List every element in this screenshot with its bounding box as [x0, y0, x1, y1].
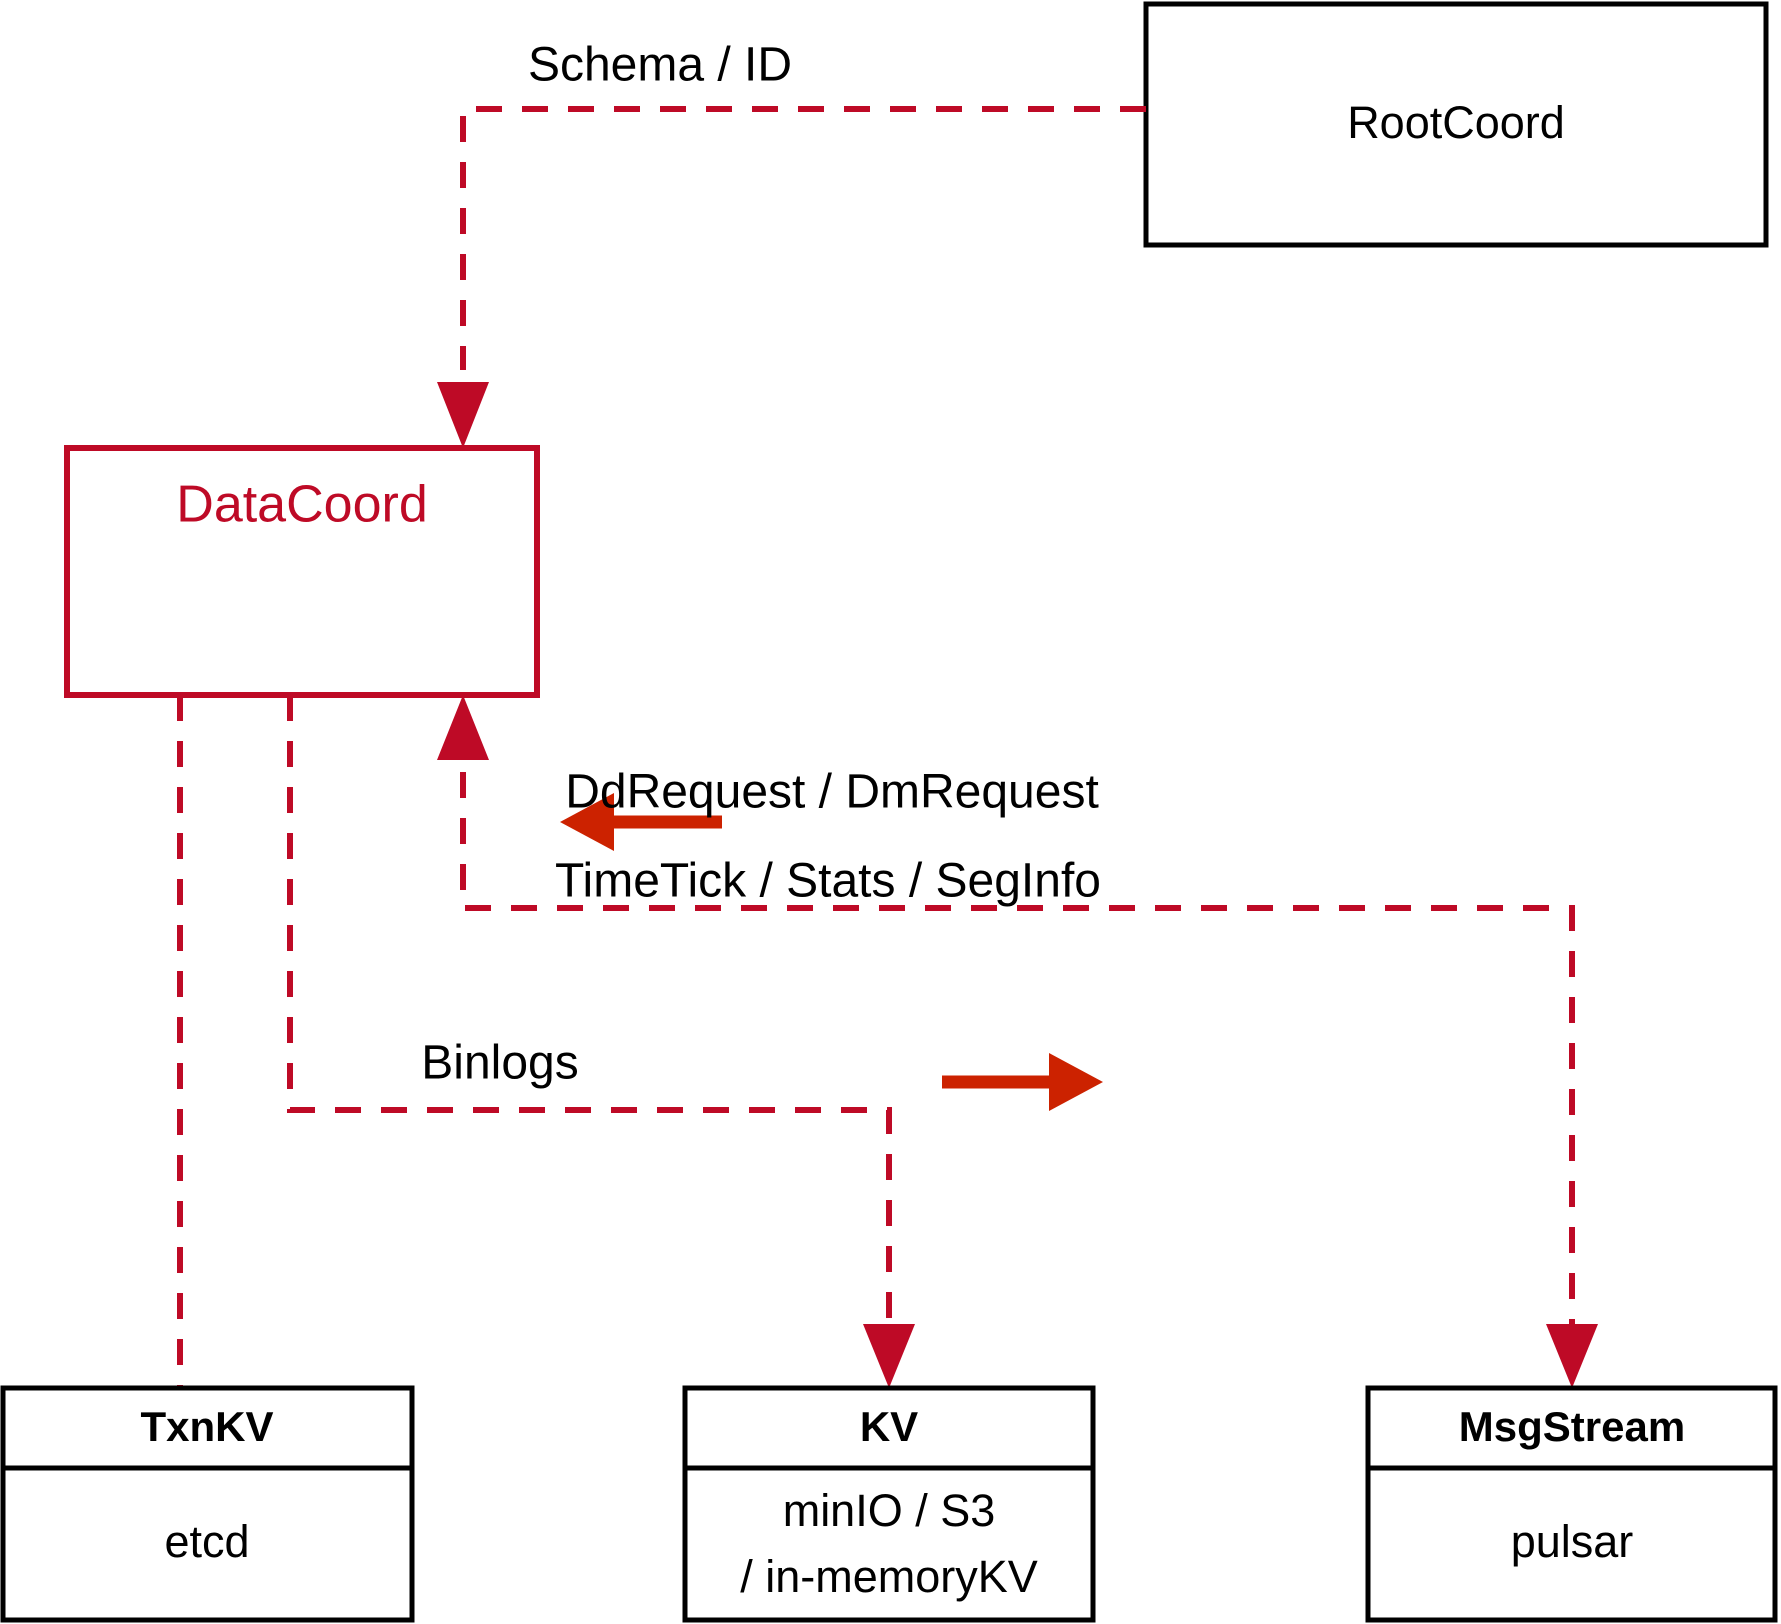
kv-box	[682, 1385, 1096, 1623]
node-rootcoord[interactable]: RootCoord	[1143, 1, 1769, 248]
node-txnkv[interactable]: TxnKV etcd	[0, 1385, 415, 1623]
edge-ddrequest-dmrequest: DdRequest / DmRequest	[560, 766, 1099, 851]
edge-schema-id: Schema / ID	[437, 39, 1146, 448]
kv-title: KV	[860, 1403, 918, 1450]
ddrequest-dmrequest-label: DdRequest / DmRequest	[565, 766, 1099, 819]
txnkv-title: TxnKV	[140, 1403, 273, 1450]
ddrequest-arrowhead-left-icon	[560, 793, 614, 851]
schema-id-arrowhead-icon	[437, 382, 489, 448]
timetick-arrowhead-right-icon	[1049, 1053, 1103, 1111]
msgstream-body: pulsar	[1511, 1516, 1634, 1567]
node-msgstream[interactable]: MsgStream pulsar	[1365, 1385, 1778, 1623]
edge-timetick-stats-seginfo: TimeTick / Stats / SegInfo	[555, 855, 1103, 1111]
msgstream-box	[1365, 1385, 1778, 1623]
node-datacoord[interactable]: DataCoord	[64, 445, 540, 698]
edge-msgstream-to-datacoord	[437, 695, 1598, 1388]
datacoord-label: DataCoord	[176, 476, 427, 534]
txnkv-box	[0, 1385, 415, 1623]
msgstream-title: MsgStream	[1459, 1403, 1685, 1450]
datacoord-inbound-arrowhead-icon	[437, 695, 489, 760]
msgstream-inbound-arrowhead-icon	[1546, 1324, 1598, 1388]
datacoord-box	[64, 445, 540, 698]
rootcoord-label: RootCoord	[1347, 97, 1565, 148]
kv-body-line2: / in-memoryKV	[740, 1551, 1038, 1602]
binlogs-label: Binlogs	[421, 1037, 578, 1090]
timetick-stats-seginfo-label: TimeTick / Stats / SegInfo	[555, 855, 1101, 908]
kv-body-line1: minIO / S3	[783, 1485, 996, 1536]
node-kv[interactable]: KV minIO / S3 / in-memoryKV	[682, 1385, 1096, 1623]
rootcoord-box	[1143, 1, 1769, 248]
edge-binlogs: Binlogs	[287, 695, 915, 1388]
txnkv-body: etcd	[164, 1516, 249, 1567]
schema-id-dashed-path	[460, 106, 1146, 370]
kv-inbound-arrowhead-icon	[863, 1324, 915, 1388]
msgstream-dashed-path	[460, 772, 1575, 1345]
schema-id-label: Schema / ID	[528, 39, 792, 92]
binlogs-dashed-path	[287, 695, 892, 1345]
